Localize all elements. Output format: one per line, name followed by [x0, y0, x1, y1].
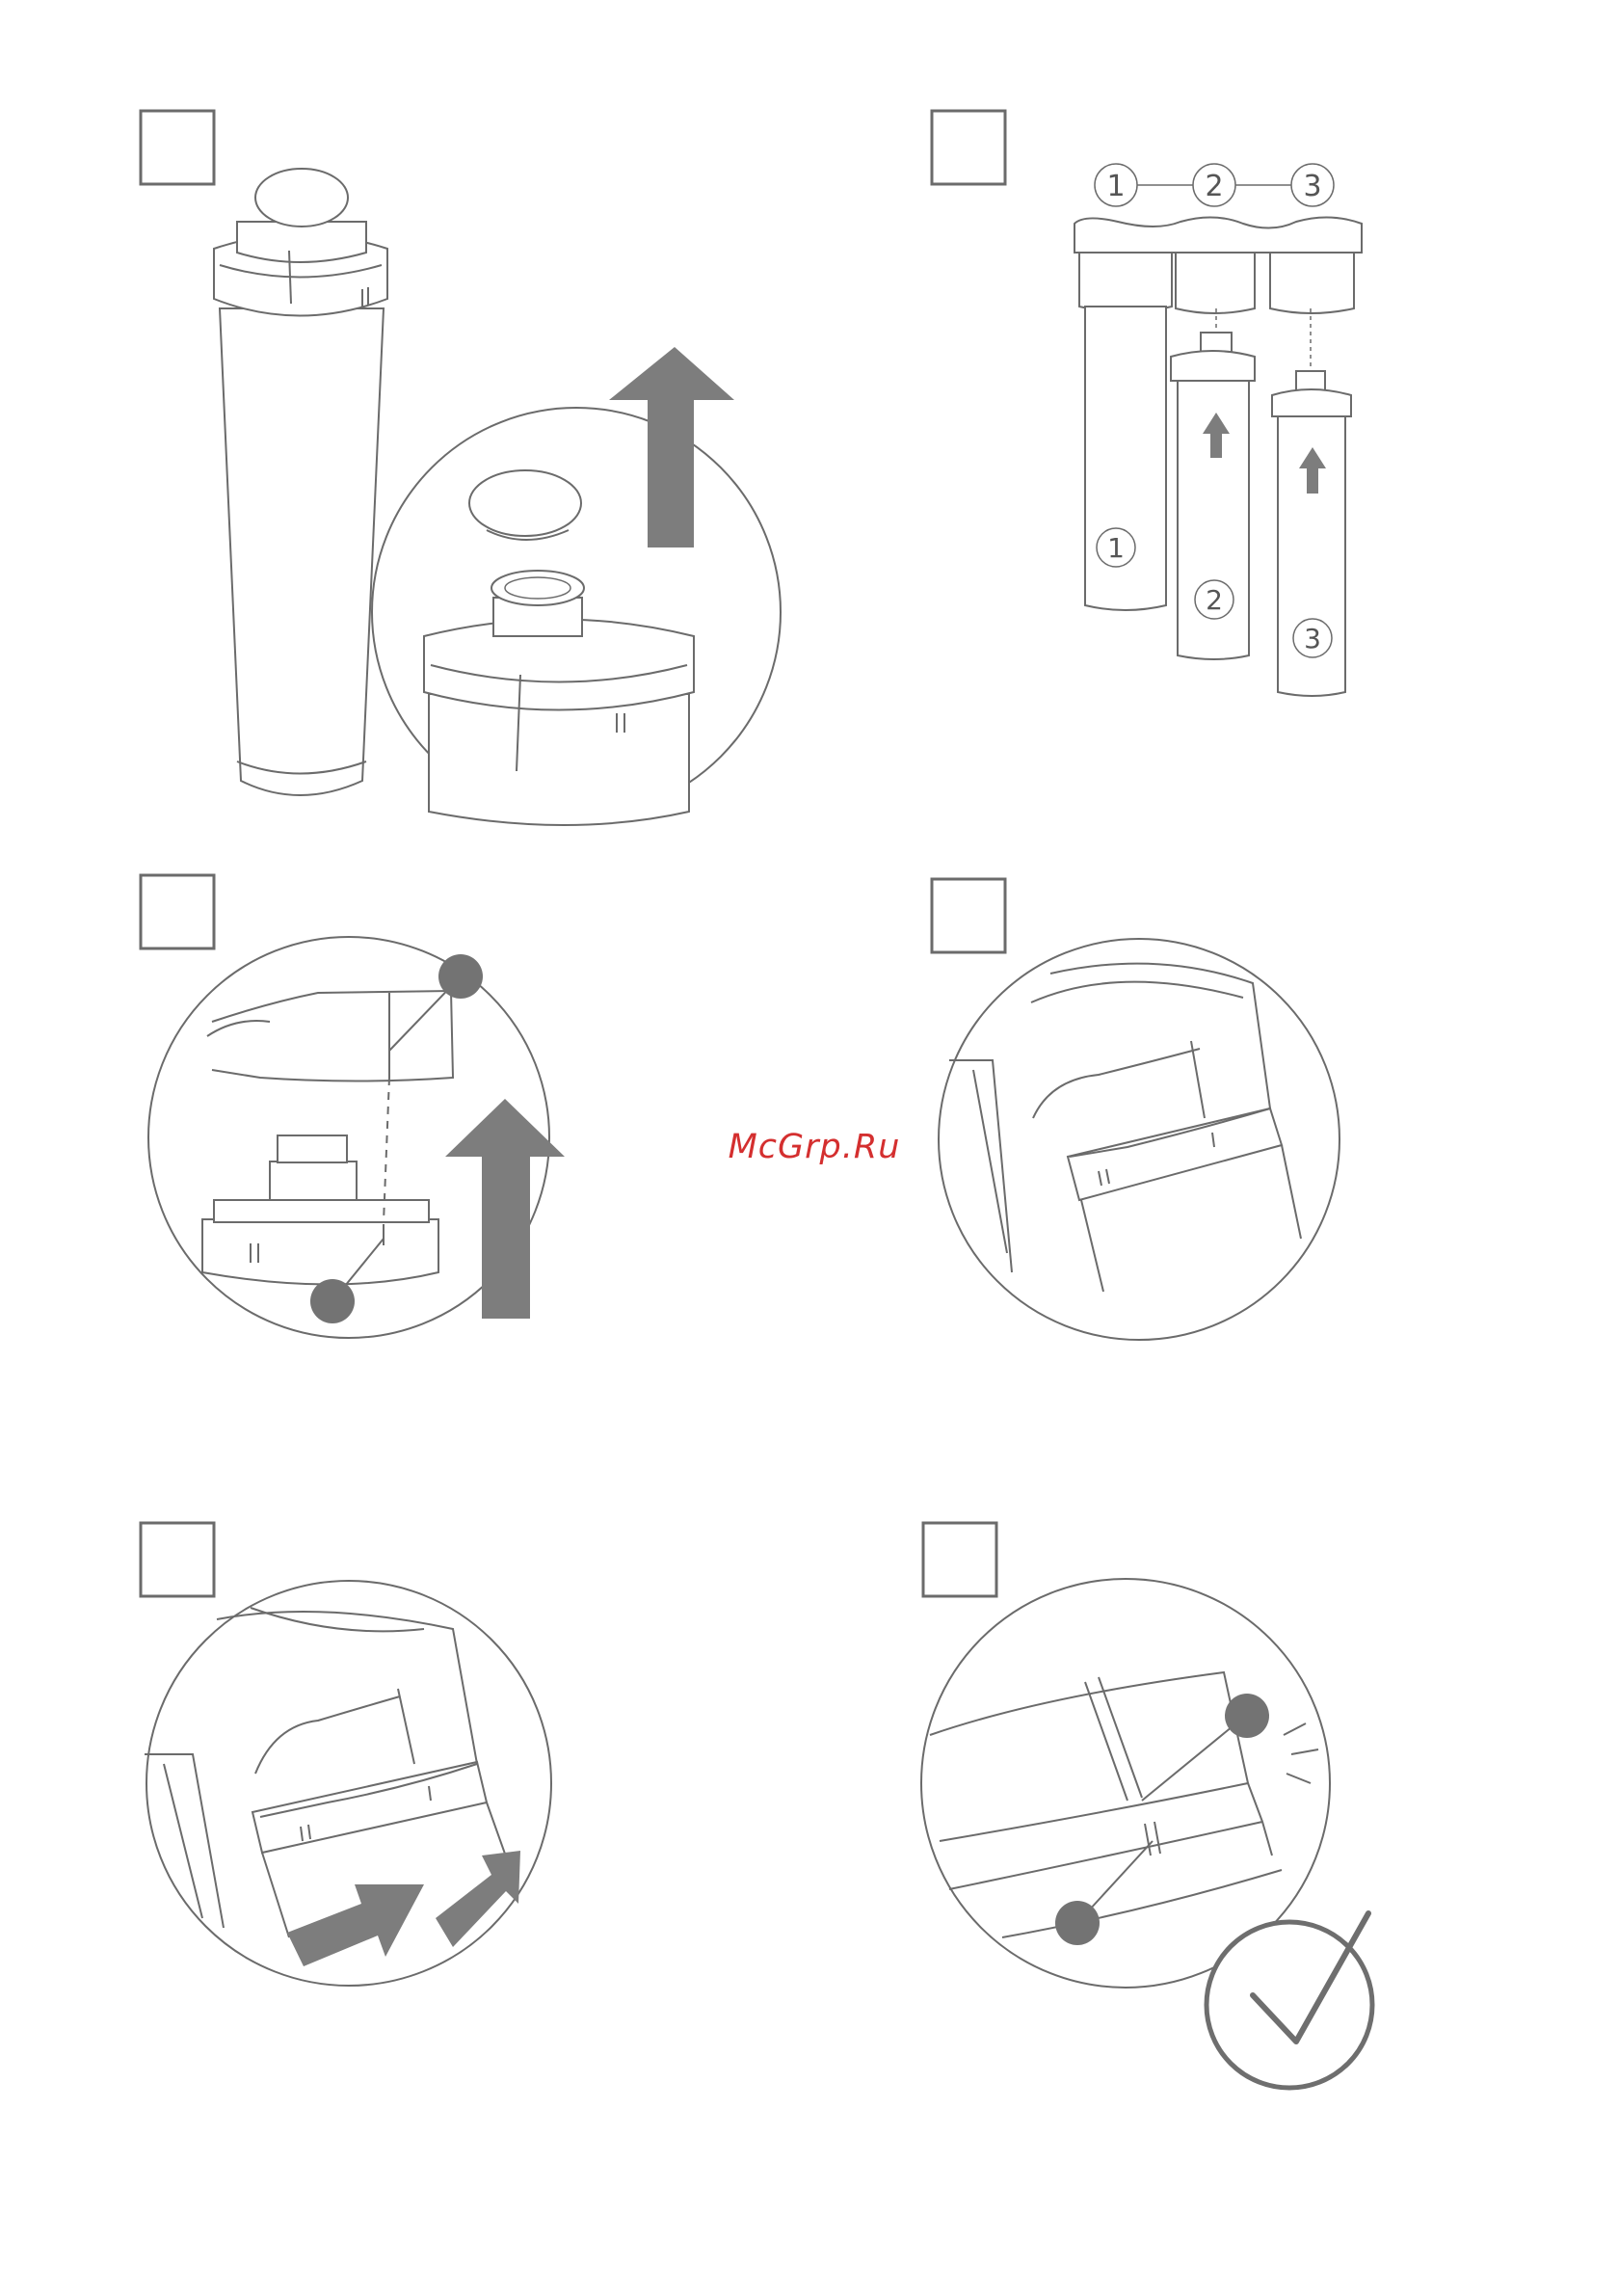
callout-dot-top [438, 954, 483, 999]
filter-label-1: 1 [1107, 532, 1125, 564]
panel-4 [932, 879, 1339, 1340]
step-box-1 [141, 111, 214, 184]
stage-label-2: 2 [1205, 170, 1223, 203]
callout-dot-mark [1055, 1901, 1100, 1945]
stage-number-row: 1 2 3 [1095, 164, 1334, 206]
zoom-circle-1 [372, 408, 781, 825]
watermark: McGrp.Ru [718, 1128, 911, 1166]
callout-dot-click [1225, 1694, 1269, 1738]
manifold-bracket [1074, 217, 1362, 253]
filter-label-2: 2 [1206, 584, 1223, 616]
stage-label-3: 3 [1303, 170, 1321, 203]
stage-label-1: 1 [1106, 170, 1125, 203]
panel-1 [141, 111, 781, 825]
filter-3: 3 [1272, 308, 1351, 696]
step-box-4 [932, 879, 1005, 952]
filter-2: 2 [1171, 308, 1255, 659]
callout-dot-bottom [310, 1279, 355, 1323]
filter-label-3: 3 [1304, 623, 1321, 654]
panel-3 [141, 875, 565, 1338]
housing-1: 1 [1079, 253, 1172, 610]
step-box-3 [141, 875, 214, 948]
step-box-6 [923, 1523, 996, 1596]
housing-2-cap [1176, 253, 1255, 313]
panel-2: 1 2 3 1 2 [932, 111, 1362, 696]
step-box-5 [141, 1523, 214, 1596]
panel-6 [921, 1523, 1372, 2088]
filter-cartridge [214, 169, 387, 795]
step-box-2 [932, 111, 1005, 184]
panel-5 [141, 1523, 551, 1986]
housing-3-cap [1270, 253, 1354, 313]
